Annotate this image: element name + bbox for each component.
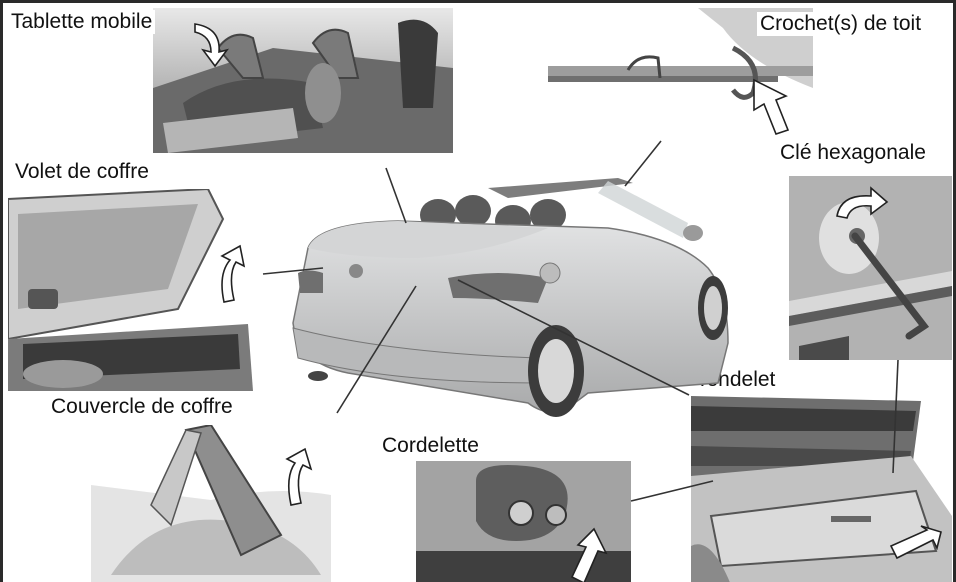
- label-volet-de-coffre: Volet de coffre: [12, 160, 152, 184]
- arrow-icon: [220, 244, 246, 303]
- photo-tablette-mobile: [153, 8, 453, 153]
- photo-cle-hexagonale: [789, 176, 952, 360]
- arrow-icon: [889, 525, 942, 560]
- arrow-icon: [836, 186, 889, 219]
- photo-tendelet: [691, 396, 952, 582]
- label-couvercle-de-coffre: Couvercle de coffre: [48, 395, 236, 419]
- car-illustration: [288, 143, 748, 433]
- label-tablette-mobile: Tablette mobile: [8, 10, 156, 34]
- photo-couvercle-de-coffre: [91, 425, 331, 582]
- arrow-icon: [570, 527, 608, 582]
- photo-volet-de-coffre: [8, 189, 263, 391]
- arrow-icon: [194, 23, 229, 68]
- photo-cordelette: [416, 461, 631, 582]
- arrow-icon: [285, 447, 313, 506]
- label-cle-hexagonale: Clé hexagonale: [777, 141, 929, 165]
- arrow-icon: [753, 78, 790, 135]
- label-crochets-de-toit: Crochet(s) de toit: [757, 12, 925, 36]
- label-cordelette: Cordelette: [379, 434, 482, 458]
